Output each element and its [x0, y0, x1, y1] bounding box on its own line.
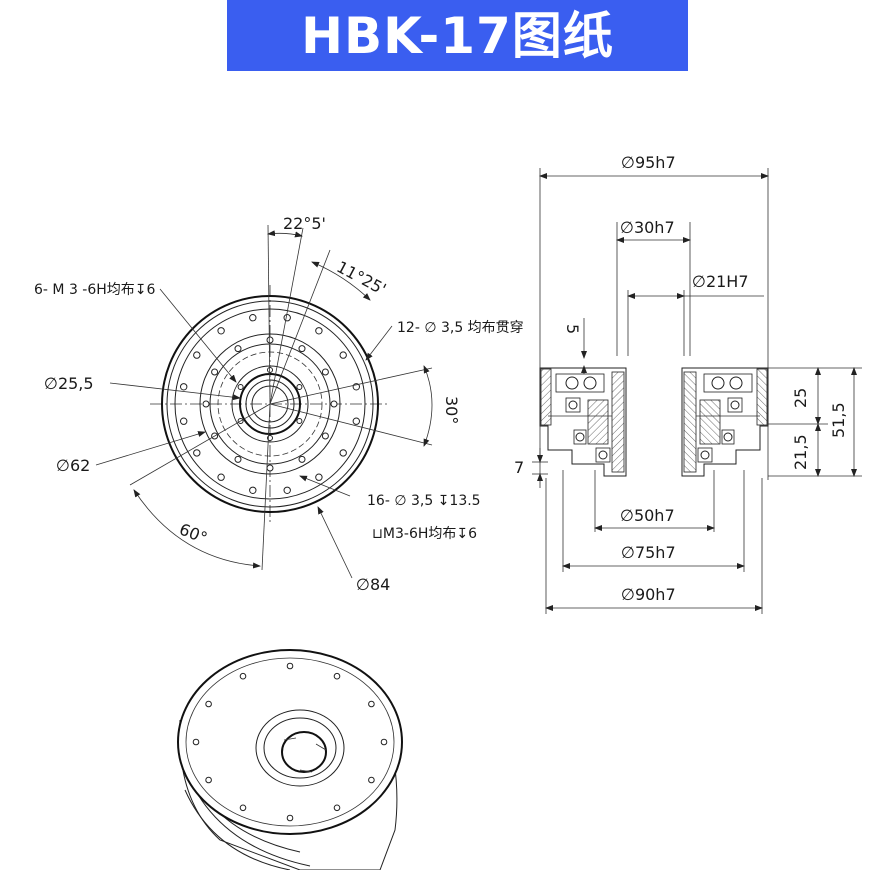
bolt-hole — [239, 804, 247, 812]
dim-7-label: 7 — [514, 458, 524, 477]
bolt-hole — [237, 384, 244, 390]
section-view: ∅95h7 ∅30h7 ∅21H7 ∅50h7 ∅75h7 ∅90h7 5 7 … — [514, 153, 862, 614]
holes-16-label: 16- ∅ 3,5 ↧13.5 — [367, 493, 481, 509]
bolt-hole — [193, 449, 201, 457]
dia-90-label: ∅90h7 — [621, 585, 676, 604]
bolt-hole — [217, 473, 225, 481]
bolt-hole — [266, 464, 274, 472]
angle-30-label: 30° — [442, 396, 461, 424]
bolt-hole — [286, 662, 294, 670]
bolt-hole — [339, 351, 347, 359]
bolt-hole — [330, 400, 338, 408]
dim-5-label: 5 — [563, 324, 582, 334]
bolt-hole — [205, 776, 212, 784]
bolt-hole — [368, 776, 375, 784]
bolt-hole — [298, 455, 306, 463]
bolt-hole — [286, 814, 294, 822]
angle-60-label: 60° — [177, 519, 210, 547]
thread-label: 6- M 3 -6H均布↧6 — [34, 282, 156, 298]
bolt-hole — [296, 384, 303, 390]
iso-top-face — [177, 649, 403, 835]
page-title: HBK-17图纸 — [301, 6, 614, 65]
bolt-hole — [333, 804, 341, 812]
bolt-hole — [249, 486, 257, 494]
bolt-hole — [234, 455, 242, 463]
bolt-hole — [217, 327, 225, 335]
bolt-hole — [298, 345, 306, 353]
dia-21-label: ∅21H7 — [692, 272, 749, 291]
section-left-half — [539, 367, 627, 477]
holes-12-label: 12- ∅ 3,5 均布贯穿 — [397, 320, 524, 336]
dia-30-label: ∅30h7 — [620, 218, 675, 237]
bolt-hole — [180, 417, 188, 425]
bolt-hole — [315, 327, 323, 335]
hole-pattern-outer — [180, 314, 360, 494]
title-banner: HBK-17图纸 — [227, 0, 688, 71]
dim-51-5-label: 51,5 — [829, 402, 848, 438]
angle-22-label: 22°5' — [283, 214, 326, 233]
dia-62-label: ∅62 — [56, 456, 90, 475]
dia-84-label: ∅84 — [356, 575, 390, 594]
bolt-hole — [333, 672, 341, 680]
hole-pattern-middle — [202, 336, 338, 472]
iso-hole-pattern — [192, 662, 388, 822]
dia-75-label: ∅75h7 — [621, 543, 676, 562]
bolt-hole — [211, 368, 219, 376]
holes-16-sub-label: ⊔M3-6H均布↧6 — [372, 526, 477, 542]
bolt-hole — [202, 400, 210, 408]
bolt-hole — [192, 738, 200, 746]
bolt-hole — [380, 738, 388, 746]
outer-rim — [161, 295, 379, 513]
bolt-hole — [296, 418, 303, 424]
bolt-hole — [368, 700, 375, 708]
dia-25-5-label: ∅25,5 — [44, 374, 94, 393]
bolt-hole — [193, 351, 201, 359]
bolt-hole — [283, 486, 291, 494]
dia-50-label: ∅50h7 — [620, 506, 675, 525]
bolt-hole — [321, 368, 329, 376]
dim-21-5-label: 21,5 — [791, 434, 810, 470]
bolt-hole — [249, 314, 257, 322]
bolt-hole — [266, 336, 274, 344]
front-view: 22°5' 11°25' 30° 60° 6- M 3 -6H均布↧6 12- … — [34, 214, 524, 594]
dia-95-label: ∅95h7 — [621, 153, 676, 172]
bolt-hole — [339, 449, 347, 457]
bolt-hole — [283, 314, 291, 322]
section-right-half — [681, 367, 769, 477]
isometric-view — [177, 649, 403, 870]
bolt-hole — [205, 700, 212, 708]
bolt-hole — [180, 383, 188, 391]
bolt-hole — [234, 345, 242, 353]
bolt-hole — [321, 432, 329, 440]
bolt-hole — [315, 473, 323, 481]
bolt-hole — [239, 672, 247, 680]
dim-25-label: 25 — [791, 388, 810, 408]
bolt-hole — [352, 417, 360, 425]
